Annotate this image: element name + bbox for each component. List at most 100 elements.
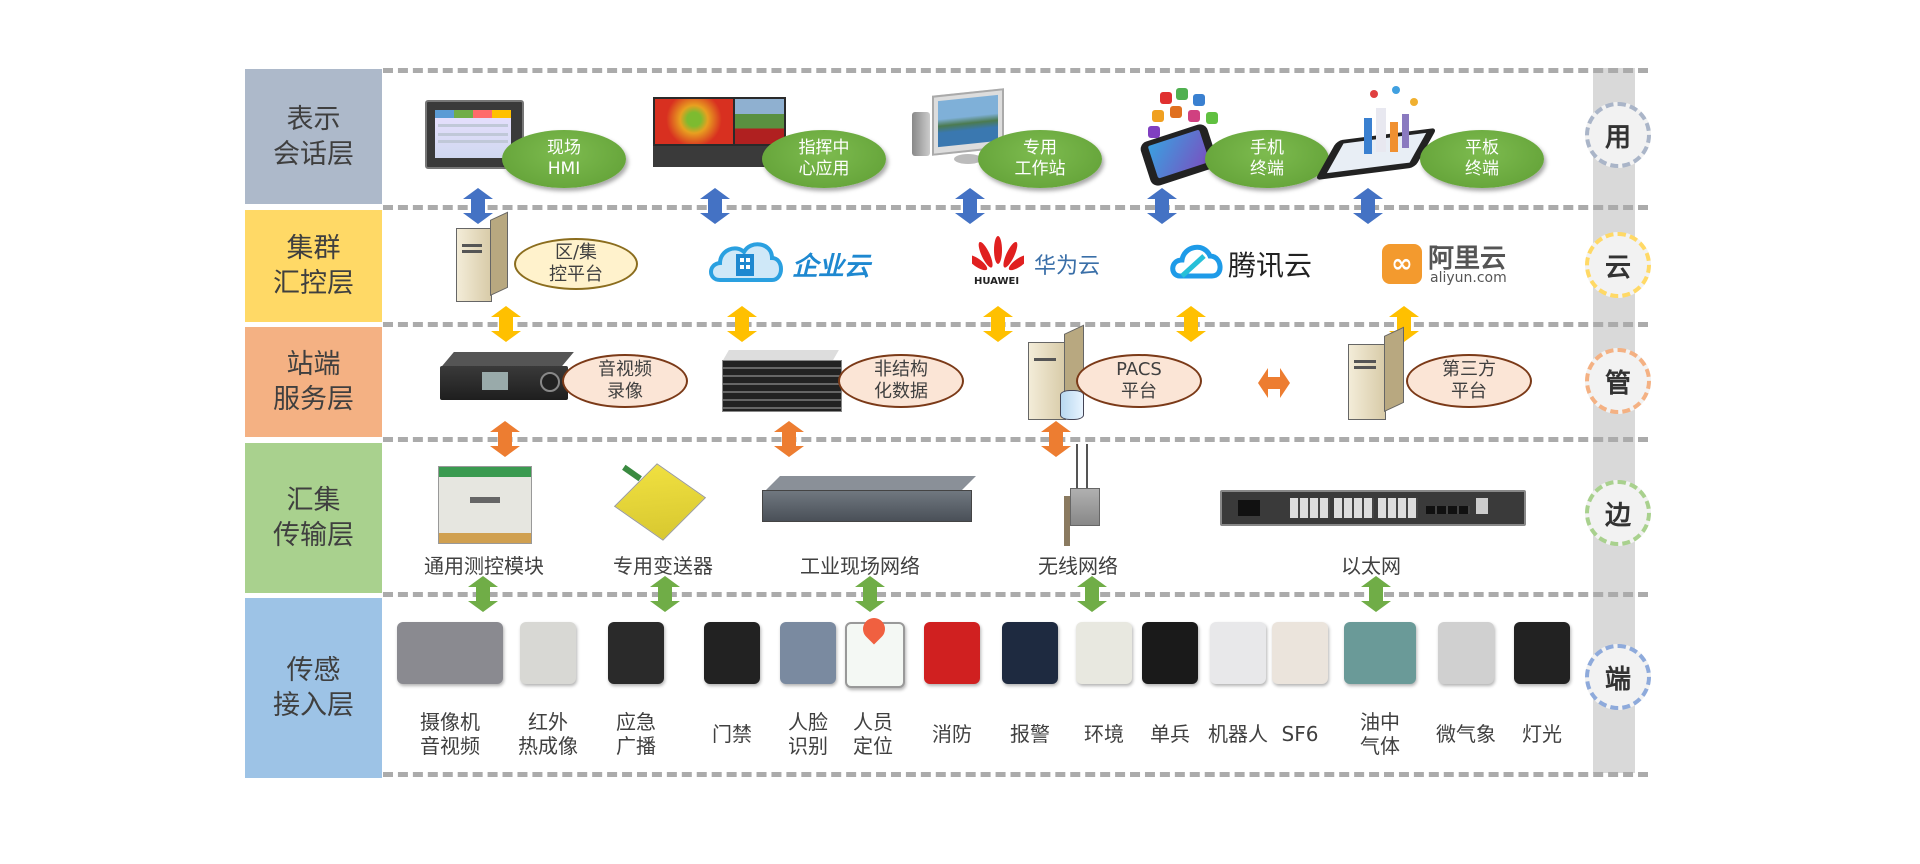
industrial-switch-icon — [762, 476, 976, 526]
layer-cluster: 集群汇控层 — [245, 210, 382, 322]
sensing-label: 人脸识别 — [788, 710, 828, 758]
cloud-icon — [709, 242, 783, 282]
arrow-yellow-2 — [727, 306, 757, 342]
arrow-green-4 — [1077, 576, 1107, 612]
sensing-label-line1: 消防 — [932, 722, 972, 746]
tag-circle-edge: 边 — [1585, 480, 1651, 546]
oval-line2: 录像 — [607, 381, 643, 402]
sensing-label: 微气象 — [1436, 722, 1496, 746]
tag-circle-end: 端 — [1585, 644, 1651, 710]
face-recognition-icon — [780, 622, 836, 684]
aliyun-sub: aliyun.com — [1430, 270, 1507, 286]
aliyun-logo: ∞ 阿里云 aliyun.com — [1382, 240, 1532, 286]
thermal-camera-icon — [520, 622, 576, 684]
enterprise-cloud-logo: 企业云 — [706, 236, 886, 286]
layer-label-line2: 服务层 — [273, 384, 354, 415]
oval-line2: 终端 — [1250, 159, 1284, 179]
layer-station: 站端服务层 — [245, 327, 382, 437]
nvr-icon — [440, 352, 575, 407]
oval-line2: 化数据 — [874, 381, 928, 402]
sensing-label-line1: 灯光 — [1522, 722, 1562, 746]
arrow-blue-2 — [700, 188, 730, 224]
label-ethernet: 以太网 — [1341, 554, 1401, 578]
ethernet-switch-icon — [1220, 490, 1526, 526]
oval-line1: 指挥中 — [798, 138, 850, 158]
huawei-petals-icon — [966, 236, 1030, 271]
arrow-orange-horizontal — [1258, 368, 1290, 398]
label-industrial-network: 工业现场网络 — [800, 554, 920, 578]
layer-label-line2: 汇控层 — [273, 268, 354, 299]
tablet-icon — [1314, 84, 1442, 184]
layer-label-line1: 传感 — [286, 655, 341, 686]
sensing-label: 灯光 — [1522, 722, 1562, 746]
aliyun-cloud-name: 阿里云 — [1428, 244, 1507, 274]
arrow-green-5 — [1361, 576, 1391, 612]
sensing-label-line1: 环境 — [1084, 722, 1124, 746]
tag-text: 边 — [1604, 500, 1631, 531]
io-module-icon — [438, 466, 532, 544]
tencent-cloud-icon — [1170, 244, 1223, 279]
tag-circle-cloud: 云 — [1585, 232, 1651, 298]
sensing-label-line1: 门禁 — [712, 722, 752, 746]
label-wireless-network: 无线网络 — [1038, 554, 1118, 578]
tag-text: 云 — [1604, 252, 1631, 283]
hmi-panel-icon — [425, 100, 524, 169]
alarm-sensor-icon — [1002, 622, 1058, 684]
sensing-label: 应急广播 — [616, 710, 656, 758]
oval-line2: 心应用 — [798, 159, 850, 179]
sensing-label: SF6 — [1282, 722, 1319, 746]
sensing-label: 机器人 — [1208, 722, 1268, 746]
huawei-cloud-name: 华为云 — [1034, 254, 1101, 279]
sensing-label: 报警 — [1010, 722, 1050, 746]
arrow-blue-1 — [463, 188, 493, 224]
enterprise-cloud-name: 企业云 — [792, 252, 871, 282]
oval-mobile-terminal: 手机终端 — [1205, 130, 1329, 188]
sensing-label-line1: SF6 — [1281, 722, 1319, 746]
label-transmitter: 专用变送器 — [613, 554, 713, 578]
server-icon — [456, 211, 508, 302]
sf6-monitor-icon — [1272, 622, 1328, 684]
tag-text: 用 — [1604, 122, 1631, 153]
separator-1 — [383, 205, 1648, 210]
oval-line1: 区/集 — [554, 242, 598, 263]
database-server-icon — [1028, 324, 1094, 422]
tag-circle-use: 用 — [1585, 102, 1651, 168]
arrow-green-3 — [855, 576, 885, 612]
sensing-label-line1: 人脸 — [788, 710, 828, 734]
separator-2 — [383, 322, 1648, 327]
sensing-label-line2: 定位 — [853, 734, 893, 758]
layer-label-line2: 接入层 — [273, 690, 354, 721]
separator-top — [383, 68, 1648, 73]
arrow-green-1 — [468, 576, 498, 612]
video-wall-icon — [653, 97, 786, 167]
anemometer-icon — [1438, 622, 1494, 684]
spotlight-icon — [1514, 622, 1570, 684]
arrow-yellow-3 — [983, 306, 1013, 342]
location-pin-icon — [845, 613, 905, 688]
layer-transport: 汇集传输层 — [245, 443, 382, 593]
oval-line1: 第三方 — [1442, 359, 1496, 380]
transformer-icon — [1344, 622, 1416, 684]
robot-icon — [1210, 622, 1266, 684]
oval-line1: 音视频 — [598, 359, 652, 380]
arrow-blue-4 — [1147, 188, 1177, 224]
fire-extinguisher-icon — [924, 622, 980, 684]
oval-tablet-terminal: 平板终端 — [1420, 130, 1544, 188]
sensing-label-line1: 单兵 — [1150, 722, 1190, 746]
arrow-blue-3 — [955, 188, 985, 224]
oval-line2: 平台 — [1451, 381, 1487, 402]
sensing-label-line1: 油中 — [1360, 710, 1400, 734]
sensing-label-line2: 音视频 — [420, 734, 480, 758]
layer-label-line2: 会话层 — [273, 138, 354, 170]
layer-label-line1: 汇集 — [286, 485, 341, 516]
layer-label-line1: 表示 — [286, 103, 341, 135]
oval-line2: 工作站 — [1014, 159, 1066, 179]
tencent-cloud-name: 腾讯云 — [1228, 249, 1313, 282]
sensing-label-line1: 微气象 — [1436, 722, 1496, 746]
oval-line2: HMI — [547, 159, 581, 179]
layer-label-line1: 站端 — [286, 349, 341, 380]
layer-label-line2: 传输层 — [273, 520, 354, 551]
sensing-label-line1: 摄像机 — [420, 710, 480, 734]
arrow-blue-5 — [1353, 188, 1383, 224]
walkie-talkie-icon — [1142, 622, 1198, 684]
